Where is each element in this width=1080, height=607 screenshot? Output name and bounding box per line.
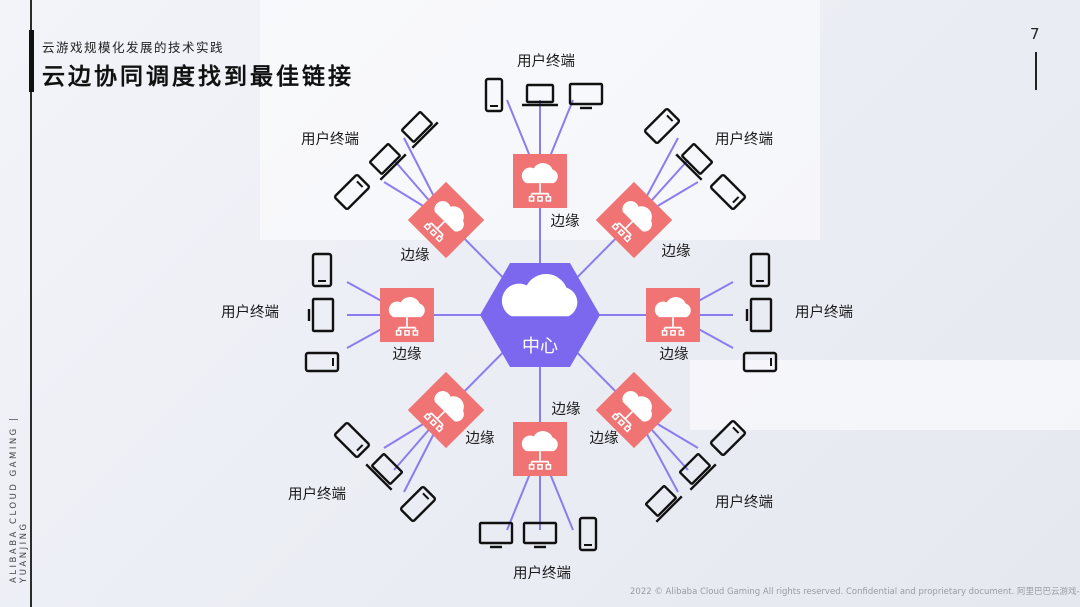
user-terminal-label: 用户终端: [715, 494, 773, 511]
title-accent-bar: [29, 30, 34, 92]
user-terminal-label: 用户终端: [517, 53, 575, 70]
edge-label: 边缘: [401, 247, 430, 264]
user-terminal-label: 用户终端: [795, 304, 853, 321]
edge-node: [646, 288, 700, 342]
edge-node: [380, 288, 434, 342]
phone-icon: [399, 485, 437, 523]
center-node: 中心: [480, 263, 600, 367]
user-terminal-label: 用户终端: [288, 486, 346, 503]
monitor-icon: [568, 82, 604, 110]
phone-icon: [578, 516, 598, 552]
edge-label: 边缘: [660, 346, 689, 363]
user-terminal-label: 用户终端: [513, 565, 571, 582]
edge-node: [595, 181, 673, 259]
edge-label: 边缘: [393, 346, 422, 363]
laptop-icon: [397, 107, 439, 149]
edge-label: 边缘: [551, 213, 580, 230]
center-label: 中心: [522, 336, 558, 357]
phone-icon: [311, 252, 333, 288]
monitor-icon: [307, 297, 335, 333]
laptop-icon: [675, 139, 717, 181]
page-rule: [1035, 52, 1037, 90]
user-terminal-label: 用户终端: [301, 131, 359, 148]
slide-title: 云边协同调度找到最佳链接: [42, 64, 354, 90]
monitor-icon: [745, 297, 773, 333]
laptop-icon: [675, 449, 717, 491]
laptop-icon: [520, 83, 560, 107]
phone-icon: [333, 173, 371, 211]
page-number: 7: [1030, 25, 1040, 43]
phone-icon: [749, 252, 771, 288]
phone-icon: [643, 107, 681, 145]
user-terminal-label: 用户终端: [221, 304, 279, 321]
monitor-icon: [478, 521, 514, 549]
edge-label: 边缘: [590, 430, 619, 447]
phone-icon: [709, 173, 747, 211]
slide-subtitle: 云游戏规模化发展的技术实践: [42, 40, 225, 55]
phone-icon: [484, 77, 504, 113]
edge-label: 边缘: [466, 430, 495, 447]
left-rule: [30, 0, 32, 607]
laptop-icon: [365, 139, 407, 181]
edge-node: [513, 154, 567, 208]
phone-icon: [709, 419, 747, 457]
edge-label: 边缘: [552, 401, 581, 418]
edge-node: [595, 371, 673, 449]
phone-icon: [742, 351, 778, 373]
footer-copyright: 2022 © Alibaba Cloud Gaming All rights r…: [630, 587, 1080, 597]
labels-layer: 边缘用户终端边缘用户终端边缘用户终端边缘用户终端边缘用户终端边缘用户终端边缘用户…: [221, 53, 853, 582]
phone-icon: [304, 351, 340, 373]
user-terminal-label: 用户终端: [715, 131, 773, 148]
edge-label: 边缘: [662, 243, 691, 260]
edge-node: [513, 422, 567, 476]
phone-icon: [333, 421, 371, 459]
laptop-icon: [365, 449, 407, 491]
